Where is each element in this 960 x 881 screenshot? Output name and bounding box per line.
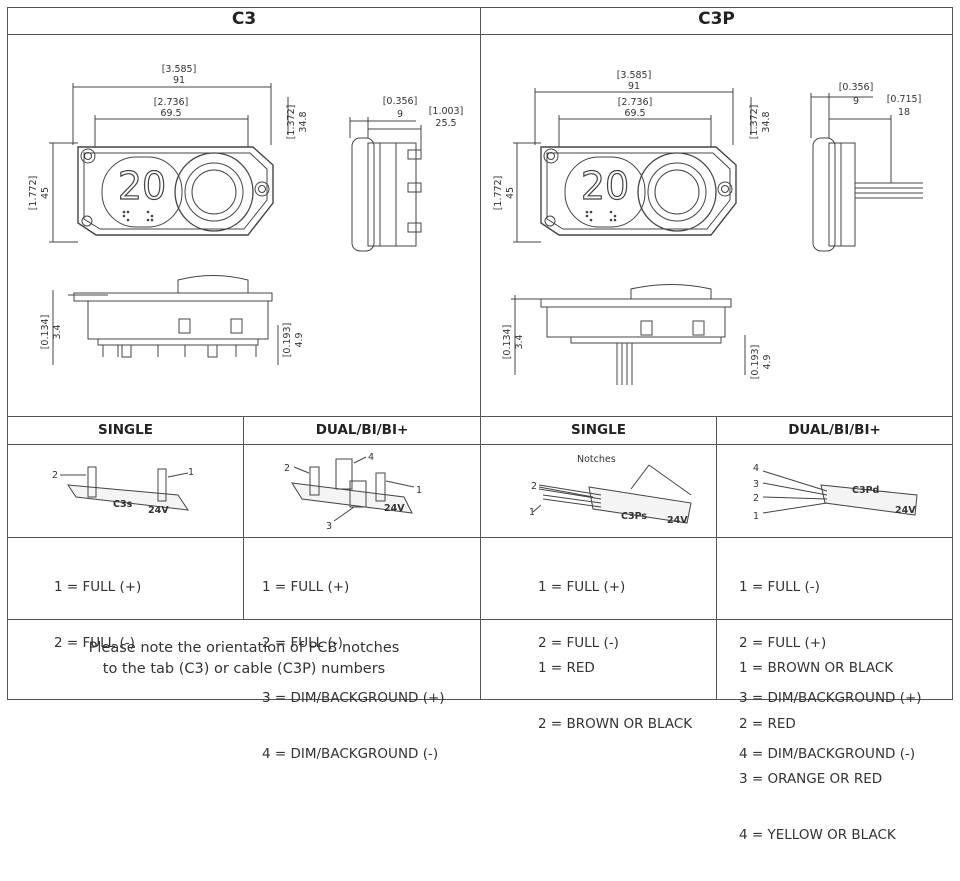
dim-side1-in: [0.356] <box>839 82 874 93</box>
dim-depth-mm: 34.8 <box>298 111 309 132</box>
dim-bottom2-mm: 4.9 <box>294 332 305 347</box>
note-line: Please note the orientation of PCB notch… <box>88 640 400 656</box>
wire-label-3: 3 <box>753 479 759 490</box>
pin-label-3: 3 <box>326 521 332 532</box>
legend-item: 4 = DIM/BACKGROUND (-) <box>262 745 439 762</box>
dim-depth-in: [1.372] <box>749 105 760 140</box>
pcb-c3p-single: 2 1 Notches C3Ps 24V <box>529 454 692 526</box>
subheader-c3p-dual: DUAL/BI/BI+ <box>788 422 881 438</box>
pcb-voltage: 24V <box>667 515 688 526</box>
dim-width-in: [3.585] <box>617 70 652 81</box>
legend-item: 3 = DIM/BACKGROUND (+) <box>262 690 445 706</box>
dim-bottom2-mm: 4.9 <box>762 354 773 369</box>
subheader-c3-single: SINGLE <box>98 422 153 438</box>
pin-label-2: 2 <box>284 463 290 474</box>
braille-dots <box>122 210 154 222</box>
pin-label-4: 4 <box>368 452 374 463</box>
dim-height-in: [1.772] <box>493 176 504 211</box>
legend-item: 2 = FULL (-) <box>54 634 135 651</box>
pcb-label: C3s <box>113 499 133 510</box>
dim-inner-width-mm: 69.5 <box>160 108 181 119</box>
dim-inner-width-in: [2.736] <box>618 97 653 108</box>
dim-inner-width-in: [2.736] <box>154 97 189 108</box>
wire-label-2: 2 <box>531 481 537 492</box>
pcb-voltage: 24V <box>148 505 169 516</box>
dim-depth-in: [1.372] <box>286 105 297 140</box>
dim-side1-mm: 9 <box>397 109 403 120</box>
legend-item: 1 = FULL (+) <box>262 579 350 595</box>
dim-bottom1-mm: 3.4 <box>514 334 525 349</box>
legend-c3-single: 1 = FULL (+) 2 = FULL (-) <box>54 541 141 689</box>
dim-width-mm: 91 <box>628 81 640 92</box>
dim-bottom2-in: [0.193] <box>750 345 761 380</box>
wire-color-item: 2 = BROWN OR BLACK <box>538 715 693 732</box>
subheader-c3p-single: SINGLE <box>571 422 626 438</box>
dim-height-mm: 45 <box>505 187 516 199</box>
pin-label-2: 2 <box>52 470 58 481</box>
note-line: to the tab (C3) or cable (C3P) numbers <box>102 661 386 677</box>
button-number: 20 <box>118 164 166 208</box>
legend-item: 3 = DIM/BACKGROUND (+) <box>739 690 922 706</box>
wire-label-2: 2 <box>753 493 759 504</box>
header-c3: C3 <box>231 9 257 29</box>
wire-color-item: 1 = RED <box>538 660 595 676</box>
header-c3p: C3P <box>698 9 735 29</box>
pcb-c3-dual: 2 4 1 3 24V <box>284 452 422 532</box>
pin-label-1: 1 <box>416 485 422 496</box>
dim-bottom1-in: [0.134] <box>502 325 513 360</box>
pcb-voltage: 24V <box>895 505 916 516</box>
wire-color-item: 2 = RED <box>739 715 796 732</box>
pcb-c3-single: 2 1 C3s 24V <box>52 466 194 516</box>
wire-color-item: 1 = BROWN OR BLACK <box>739 660 894 676</box>
dim-height-in: [1.772] <box>28 176 39 211</box>
button-number: 20 <box>581 164 629 208</box>
dim-bottom1-in: [0.134] <box>40 315 51 350</box>
legend-item: 1 = FULL (+) <box>54 579 142 595</box>
dim-bottom1-mm: 3.4 <box>52 324 63 339</box>
dim-width-in: [3.585] <box>162 64 197 75</box>
braille-dots <box>585 210 617 222</box>
dim-side1-in: [0.356] <box>383 96 418 107</box>
dim-width-mm: 91 <box>173 75 185 86</box>
dim-bottom2-in: [0.193] <box>282 323 293 358</box>
wire-label-4: 4 <box>753 463 759 474</box>
legend-item: 2 = FULL (-) <box>262 634 343 651</box>
legend-item: 2 = FULL (+) <box>739 634 827 651</box>
c3p-technical-drawing: [3.585] 91 [2.736] 69.5 [1.772] 45 [1.37… <box>493 70 923 385</box>
pin-label-1: 1 <box>188 467 194 478</box>
dim-side1-mm: 9 <box>853 96 859 107</box>
spec-sheet: C3 C3P <box>7 7 953 843</box>
wire-label-1: 1 <box>529 507 535 518</box>
pcb-c3p-dual: 4 3 2 1 C3Pd 24V <box>753 463 918 522</box>
subheader-c3-dual: DUAL/BI/BI+ <box>315 422 409 438</box>
pcb-label: C3Ps <box>621 511 647 522</box>
dim-inner-width-mm: 69.5 <box>624 108 645 119</box>
orientation-note: Please note the orientation of PCB notch… <box>8 638 480 680</box>
legend-item: 2 = FULL (-) <box>538 634 619 651</box>
dim-side2-mm: 18 <box>898 107 910 118</box>
legend-c3p-single: 1 = FULL (+) 2 = FULL (-) <box>538 541 625 689</box>
dim-side2-mm: 25.5 <box>435 118 456 129</box>
legend-item: 1 = FULL (-) <box>739 579 820 595</box>
legend-item: 1 = FULL (+) <box>538 579 626 595</box>
wire-colors-dual: 1 = BROWN OR BLACK 2 = RED 3 = ORANGE OR… <box>739 622 896 881</box>
pcb-label: C3Pd <box>852 485 879 496</box>
wire-color-item: 4 = YELLOW OR BLACK <box>739 826 896 843</box>
dim-side2-in: [1.003] <box>429 106 464 117</box>
dim-height-mm: 45 <box>40 187 51 199</box>
wire-colors-single: 1 = RED 2 = BROWN OR BLACK <box>538 622 692 770</box>
dim-depth-mm: 34.8 <box>761 111 772 132</box>
wire-color-item: 3 = ORANGE OR RED <box>739 771 883 787</box>
c3-technical-drawing: [3.585] 91 [2.736] 69.5 [1.772] 45 [1.37… <box>28 64 464 365</box>
dim-side2-in: [0.715] <box>887 94 922 105</box>
wire-label-1: 1 <box>753 511 759 522</box>
notches-label: Notches <box>577 454 616 465</box>
table-grid <box>7 7 953 700</box>
pcb-voltage: 24V <box>384 503 405 514</box>
